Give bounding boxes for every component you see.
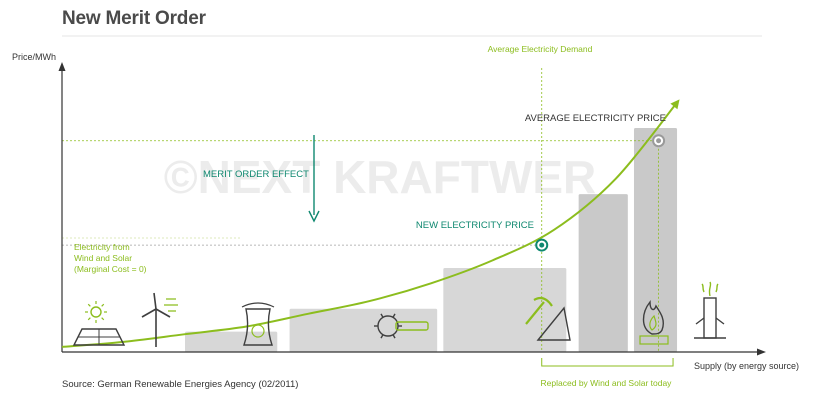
wheel-tooth-5	[392, 313, 396, 318]
bars-layer	[185, 128, 678, 352]
replaced-bracket	[541, 358, 674, 367]
page-title: New Merit Order	[62, 8, 206, 29]
renewables-label-line3: (Marginal Cost = 0)	[74, 264, 147, 274]
coal-mining-icon	[525, 296, 571, 341]
oil-tower	[703, 297, 717, 339]
labels-layer: Average Electricity Demand AVERAGE ELECT…	[74, 44, 672, 388]
average-demand-label: Average Electricity Demand	[488, 44, 593, 54]
coal-pile	[536, 306, 571, 341]
sun-ray-7	[101, 303, 105, 307]
sun-ray-5	[87, 303, 91, 307]
wheel-tooth-2	[380, 334, 384, 339]
x-axis-label: Supply (by energy source)	[694, 361, 799, 371]
solar-wind-icon	[72, 292, 178, 347]
flame-outer	[642, 300, 665, 335]
icons-layer	[72, 281, 726, 347]
wind-blade-3	[155, 308, 171, 318]
bar-2	[185, 331, 278, 352]
oil-rig-icon	[694, 281, 726, 339]
radiation-symbol	[251, 324, 265, 338]
cooling-tower	[243, 308, 273, 346]
oil-spray	[701, 281, 719, 297]
sun-ray-3	[87, 317, 91, 321]
bar-4	[443, 268, 567, 352]
wheel-tooth-1	[392, 334, 396, 339]
gas-flame-icon	[639, 300, 669, 345]
pickaxe-head	[533, 296, 553, 307]
watermark-text: ©NEXT KRAFTWER	[164, 151, 597, 203]
wind-gust	[164, 298, 178, 312]
excavator-arm	[395, 321, 429, 331]
wheel-tooth-4	[380, 313, 384, 318]
replaced-label: Replaced by Wind and Solar today	[541, 378, 673, 388]
renewables-label-line2: Wind and Solar	[74, 253, 132, 263]
merit-effect-label: MERIT ORDER EFFECT	[203, 169, 309, 180]
wind-blade-2	[141, 308, 157, 318]
price-curve-arrowhead	[670, 99, 680, 110]
new-price-marker-dot	[539, 242, 545, 248]
steam	[241, 302, 275, 308]
pickaxe-handle	[525, 301, 545, 325]
average-price-label: AVERAGE ELECTRICITY PRICE	[525, 113, 666, 124]
price-curve	[61, 101, 678, 348]
bar-6	[633, 128, 678, 352]
x-axis-arrow	[757, 348, 766, 356]
bar-3	[289, 308, 438, 352]
lignite-excavator-icon	[374, 313, 429, 339]
y-axis-arrow	[58, 62, 66, 71]
new-price-label: NEW ELECTRICITY PRICE	[416, 220, 534, 231]
bar-5	[578, 194, 628, 352]
average-price-marker-dot	[656, 138, 662, 144]
wind-blade-1	[153, 292, 157, 310]
sun-icon	[90, 306, 102, 318]
nuclear-icon	[241, 302, 275, 346]
renewables-label-line1: Electricity from	[74, 242, 130, 252]
flame-inner	[649, 314, 657, 331]
axes-layer: Price/MWh Supply (by energy source)	[12, 52, 799, 371]
curve-layer	[61, 99, 680, 348]
solar-panel	[72, 328, 126, 346]
source-note: Source: German Renewable Energies Agency…	[62, 379, 299, 390]
y-axis-label: Price/MWh	[12, 52, 56, 62]
merit-effect-arrow-head	[308, 210, 320, 223]
gas-burner	[639, 335, 669, 345]
sun-ray-1	[101, 317, 105, 321]
oil-legs	[695, 317, 725, 325]
